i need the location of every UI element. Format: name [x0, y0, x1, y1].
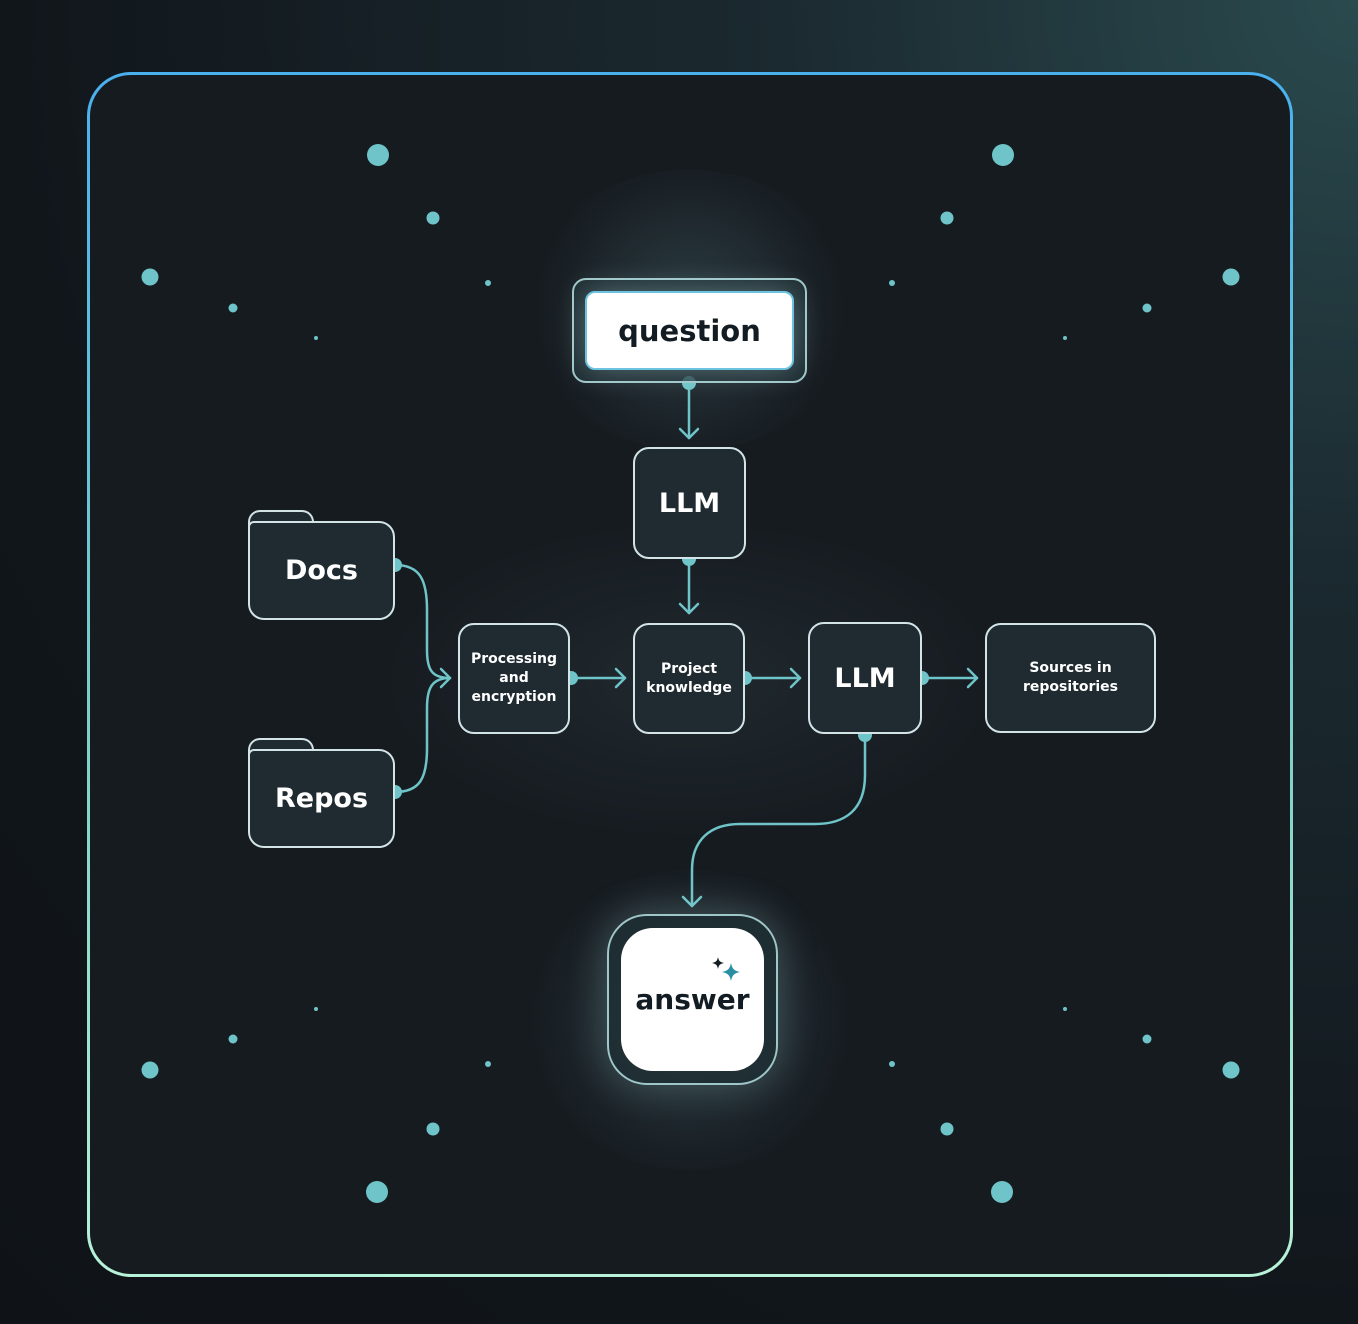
answer-node: answer: [621, 928, 764, 1071]
decor-dot: [485, 280, 491, 286]
repos-folder-node: Repos: [248, 749, 395, 848]
decor-dot: [1063, 336, 1067, 340]
decor-dot: [426, 211, 440, 225]
decor-dot: [426, 1122, 440, 1136]
arrow-head-icon: [678, 427, 700, 440]
decor-dot: [1222, 268, 1240, 286]
question-node: question: [585, 291, 794, 370]
decor-dot: [889, 1061, 895, 1067]
decor-dot: [992, 144, 1014, 166]
decor-dot: [940, 1122, 954, 1136]
project-knowledge-node: Project knowledge: [633, 623, 745, 734]
decor-dot: [1142, 1034, 1152, 1044]
arrow-head-icon: [681, 895, 703, 908]
llm-middle-node: LLM: [808, 622, 922, 734]
decor-dot: [314, 336, 318, 340]
arrow-head-icon: [439, 667, 452, 689]
processing-encryption-node: Processing and encryption: [458, 623, 570, 734]
decor-dot: [940, 211, 954, 225]
edge-repos-to-processing: [393, 676, 452, 794]
decorative-dots: [141, 144, 1240, 1203]
decor-dot: [485, 1061, 491, 1067]
decor-dot: [141, 268, 159, 286]
edge-docs-to-processing: [393, 563, 452, 680]
docs-folder-node: Docs: [248, 521, 395, 620]
sparkle-icon: [712, 957, 740, 981]
decor-dot: [1142, 303, 1152, 313]
decor-dot: [228, 303, 238, 313]
arrow-head-icon: [966, 667, 979, 689]
decor-dot: [366, 1181, 388, 1203]
decor-dot: [991, 1181, 1013, 1203]
arrow-head-icon: [614, 667, 627, 689]
decor-dot: [1222, 1061, 1240, 1079]
decor-dot: [314, 1007, 318, 1011]
sources-node: Sources in repositories: [985, 623, 1156, 733]
decor-dot: [141, 1061, 159, 1079]
arrow-head-icon: [789, 667, 802, 689]
decor-dot: [889, 280, 895, 286]
connector-ports: [388, 376, 929, 799]
decor-dot: [228, 1034, 238, 1044]
llm-top-node: LLM: [633, 447, 746, 559]
arrow-head-icon: [678, 602, 700, 615]
decor-dot: [367, 144, 389, 166]
decor-dot: [1063, 1007, 1067, 1011]
edge-llm-to-answer: [690, 733, 867, 908]
